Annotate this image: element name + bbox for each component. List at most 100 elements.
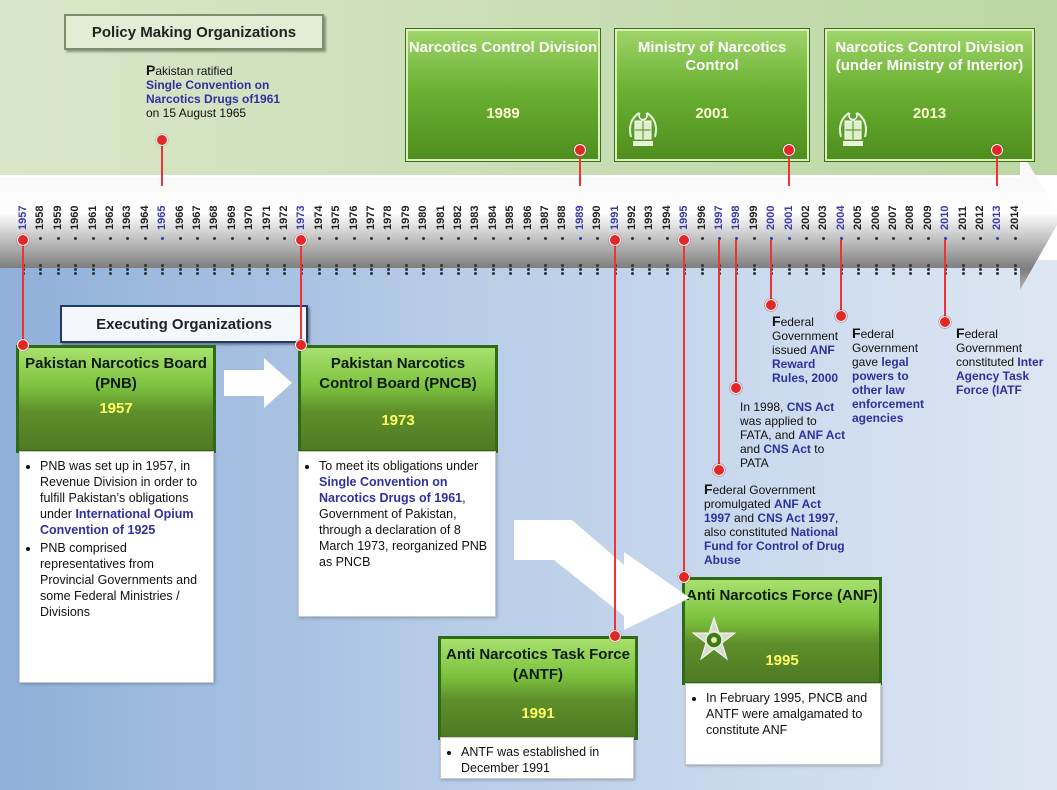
timeline-dotted-mark	[352, 264, 356, 267]
timeline-dotted-mark	[161, 264, 165, 267]
timeline-year-label: 1964	[138, 205, 151, 230]
timeline-year-tick	[387, 237, 391, 240]
timeline-year-tick	[561, 237, 565, 240]
note-pnb: PNB was set up in 1957, in Revenue Divis…	[19, 451, 214, 683]
timeline-dotted-mark	[805, 264, 808, 267]
timeline-year-tick	[578, 237, 582, 240]
timeline-dotted-mark	[248, 264, 252, 267]
timeline-dotted-mark	[387, 268, 391, 271]
timeline-year-label: 1996	[695, 205, 708, 230]
convention-note-text: akistan ratified	[155, 64, 233, 78]
timeline-dotted-mark	[56, 264, 60, 267]
timeline-dotted-mark	[648, 264, 652, 267]
timeline-year-label: 1991	[608, 205, 621, 230]
timeline-year-tick	[526, 237, 530, 240]
timeline-dotted-mark	[526, 268, 530, 271]
timeline-year-label: 2005	[852, 205, 865, 230]
timeline-dotted-mark	[74, 264, 78, 267]
timeline-dotted-mark	[126, 272, 130, 275]
timeline-year-tick	[874, 237, 878, 240]
timeline-dotted-mark	[56, 272, 60, 275]
pakistan-emblem-icon	[629, 112, 657, 146]
timeline-dotted-mark	[526, 264, 530, 267]
timeline-dotted-mark	[509, 272, 513, 275]
timeline-dotted-mark	[335, 272, 339, 275]
timeline-dotted-mark	[700, 268, 704, 271]
annotation-text: , also constituted	[704, 511, 839, 539]
timeline-dotted-mark	[578, 272, 582, 275]
timeline-dotted-mark	[596, 264, 600, 267]
convention-note-date: on 15 August 1965	[146, 106, 247, 120]
annotation-cap: F	[956, 325, 965, 341]
policy-box-title: Ministry of Narcotics Control	[637, 39, 787, 74]
timeline-dotted-mark	[544, 268, 547, 271]
timeline-dotted-mark	[404, 268, 408, 271]
timeline-dotted-mark	[283, 268, 286, 271]
policy-box-year: 2001	[695, 105, 729, 122]
timeline-dotted-mark	[352, 268, 356, 271]
annotation-2010: Federal Government constituted Inter Age…	[956, 326, 1052, 397]
timeline-dotted-mark	[39, 272, 43, 275]
timeline-dotted-mark	[370, 272, 373, 275]
exec-box-title: Anti Narcotics Task Force (ANTF)	[446, 646, 630, 683]
timeline-dotted-mark	[474, 272, 478, 275]
timeline-year-tick	[839, 237, 843, 240]
timeline-dotted-mark	[230, 272, 234, 275]
timeline-year-tick	[248, 237, 252, 240]
timeline-dotted-mark	[561, 264, 565, 267]
timeline-year-label: 1971	[260, 205, 273, 230]
timeline-dotted-mark	[526, 272, 530, 275]
timeline-year-label: 1978	[382, 205, 395, 230]
timeline-year-label: 2014	[1008, 205, 1021, 230]
timeline-year-label: 2007	[887, 205, 899, 230]
timeline-dotted-mark	[56, 268, 60, 271]
timeline-year-tick	[161, 237, 165, 240]
note-pncb-bullet: To meet its obligations under Single Con…	[319, 458, 491, 570]
annotation-bold: National Fund for Control of Drug Abuse	[704, 525, 845, 567]
timeline-dotted-mark	[422, 264, 426, 267]
timeline-dotted-mark	[39, 264, 43, 267]
timeline-dotted-mark	[926, 268, 930, 271]
timeline-year-tick	[230, 237, 234, 240]
connector-dot	[573, 144, 586, 156]
exec-box-year: 1991	[521, 705, 555, 722]
note-text: , Government of Pakistan, through a decl…	[319, 491, 488, 569]
timeline-dotted-mark	[178, 272, 182, 275]
connector-dot	[765, 299, 778, 311]
timeline-dotted-mark	[439, 268, 443, 271]
timeline-year-tick	[196, 237, 199, 240]
timeline-dotted-mark	[213, 272, 217, 275]
timeline-year-label: 1982	[452, 205, 464, 230]
timeline-dotted-mark	[196, 272, 199, 275]
timeline-dotted-mark	[387, 264, 391, 267]
policy-box-ncd-1989: Narcotics Control Division 1989	[406, 29, 600, 161]
timeline-year-label: 1992	[626, 205, 638, 230]
annotation-text: ederal Government constituted	[956, 327, 1023, 369]
note-bold: International Opium Convention of 1925	[40, 507, 194, 537]
timeline-year-label: 2012	[974, 205, 986, 230]
timeline-dotted-mark	[178, 264, 182, 267]
timeline-year-tick	[648, 237, 652, 240]
timeline-year-label: 1972	[278, 205, 290, 230]
timeline-dotted-mark	[248, 268, 252, 271]
timeline-year-tick	[735, 237, 739, 240]
timeline-year-label: 1973	[295, 205, 308, 230]
annotation-text: was applied to FATA, and	[740, 414, 817, 442]
connector-line	[578, 150, 581, 186]
policy-box-ministry-2001: Ministry of Narcotics Control 2001	[615, 29, 809, 161]
timeline-year-tick	[370, 237, 373, 240]
timeline-year-label: 1985	[504, 205, 517, 230]
note-anf: In February 1995, PNCB and ANTF were ama…	[685, 683, 881, 765]
connector-dot	[939, 316, 952, 328]
connector-line	[718, 240, 720, 470]
timeline-dotted-mark	[352, 272, 356, 275]
exec-box-title: Pakistan Narcotics Board (PNB)	[25, 355, 207, 392]
timeline-year-label: 1960	[69, 205, 82, 230]
timeline-dotted-mark	[178, 268, 182, 271]
timeline-year-label: 2000	[765, 205, 778, 230]
timeline-dotted-mark	[822, 268, 826, 271]
timeline-year-tick	[317, 237, 321, 240]
timeline-year-tick	[665, 237, 669, 240]
timeline-dotted-mark	[561, 272, 565, 275]
timeline-year-tick	[822, 237, 826, 240]
